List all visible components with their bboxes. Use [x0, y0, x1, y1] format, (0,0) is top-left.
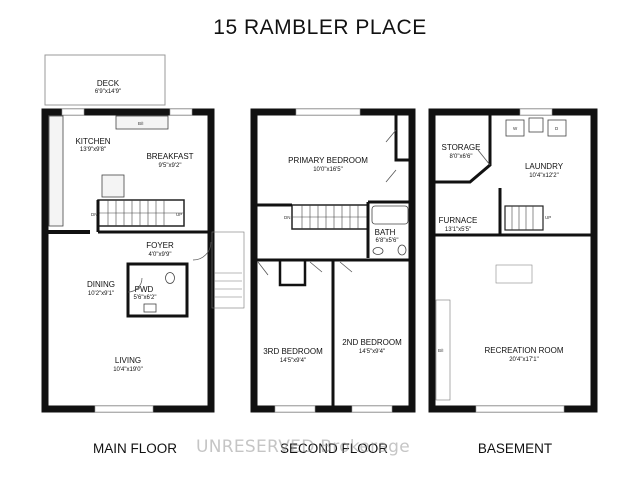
- room-bath-name: BATH: [375, 228, 396, 237]
- room-kitchen-dim: 13'9"x9'8": [80, 147, 106, 153]
- room-storage-name: STORAGE: [442, 143, 481, 152]
- room-laundry-name: LAUNDRY: [525, 162, 564, 171]
- room-furnace-dim: 13'1"x5'5": [445, 227, 471, 233]
- watermark: UNRESERVED Brokerage: [196, 437, 411, 457]
- room-deck-name: DECK: [97, 79, 120, 88]
- room-third-name: 3RD BEDROOM: [263, 347, 323, 356]
- second-floor-plan: DN: [250, 108, 416, 413]
- main-floor-label: MAIN FLOOR: [92, 441, 177, 456]
- room-deck-dim: 6'9"x14'9": [95, 89, 121, 95]
- bi-label: B/I: [438, 348, 444, 353]
- kitchen-island: [101, 174, 125, 198]
- room-laundry-dim: 10'4"x12'2": [529, 173, 559, 179]
- laundry-sink: [528, 117, 544, 133]
- window: [519, 108, 553, 116]
- dryer: [547, 119, 567, 137]
- room-dining-name: DINING: [87, 280, 115, 289]
- sink: [143, 303, 157, 313]
- room-recreation-dim: 20'4"x17'1": [509, 357, 539, 363]
- closet-door: [385, 129, 397, 183]
- room-foyer-dim: 4'0"x9'9": [149, 252, 172, 258]
- furnace-walls: [430, 188, 502, 262]
- door-swing: [127, 277, 143, 293]
- window: [169, 108, 193, 116]
- window: [295, 108, 361, 116]
- room-storage-dim: 8'0"x6'6": [450, 154, 473, 160]
- storage-door: [477, 149, 491, 166]
- kitchen-counter: [48, 115, 64, 227]
- window: [274, 405, 316, 413]
- main-floor-plan: B/I DN UP: [41, 54, 245, 413]
- washer: [505, 119, 525, 137]
- main-stairs: [97, 199, 185, 227]
- room-pwd-dim: 5'6"x6'2": [134, 295, 157, 301]
- basement-room-labels: STORAGE 8'0"x6'6" LAUNDRY 10'4"x12'2" FU…: [439, 143, 564, 363]
- room-primary-dim: 10'0"x16'5": [313, 167, 343, 173]
- room-breakfast-name: BREAKFAST: [146, 152, 193, 161]
- room-furnace-name: FURNACE: [439, 216, 478, 225]
- main-floor-room-labels: DECK 6'9"x14'9" KITCHEN 13'9"x9'8" BREAK…: [75, 79, 193, 373]
- window: [351, 405, 393, 413]
- bedroom-closet: [278, 260, 307, 287]
- bi-label: B/I: [138, 121, 144, 126]
- room-breakfast-dim: 9'5"x9'2": [159, 163, 182, 169]
- toilet: [165, 272, 175, 284]
- second-floor-room-labels: PRIMARY BEDROOM 10'0"x16'5" BATH 6'8"x5'…: [263, 156, 402, 364]
- room-kitchen-name: KITCHEN: [75, 137, 110, 146]
- room-living-dim: 10'4"x19'0": [113, 367, 143, 373]
- second-floor-label: SECOND FLOOR: [279, 441, 388, 456]
- room-dining-dim: 10'2"x9'1": [88, 291, 114, 297]
- built-in-shelf: [435, 299, 451, 401]
- basement-label: BASEMENT: [477, 441, 553, 456]
- second-stairs: [291, 204, 369, 230]
- basement-plan: W D UP B/I: [428, 108, 598, 413]
- closet-door: [257, 261, 353, 276]
- window: [94, 405, 154, 413]
- window: [475, 405, 565, 413]
- powder-room-walls: [126, 262, 189, 318]
- room-pwd-name: PWD: [135, 285, 154, 294]
- stairs-down-label: DN: [91, 212, 98, 217]
- room-second-dim: 14'5"x9'4": [359, 349, 385, 355]
- entrance-steps: [211, 231, 245, 309]
- room-bath-dim: 6'8"x5'6": [376, 238, 399, 244]
- room-second-name: 2ND BEDROOM: [342, 338, 402, 347]
- basement-stairs: [504, 205, 544, 231]
- stairs-down-label: DN: [284, 215, 291, 220]
- stairs-up-label: UP: [545, 215, 551, 220]
- door-swing: [192, 241, 212, 261]
- furnace-unit: [495, 264, 533, 284]
- plan-title: 15 RAMBLER PLACE: [213, 16, 427, 39]
- room-foyer-name: FOYER: [146, 241, 174, 250]
- bathtub: [371, 205, 409, 225]
- room-recreation-name: RECREATION ROOM: [485, 346, 564, 355]
- bath-sink: [372, 247, 384, 255]
- washer-label: W: [513, 126, 518, 131]
- stairs-up-label: UP: [176, 212, 182, 217]
- toilet: [397, 244, 407, 256]
- kitchen-counter: [115, 115, 169, 130]
- main-exterior-wall: [41, 108, 215, 413]
- dryer-label: D: [555, 126, 559, 131]
- room-primary-name: PRIMARY BEDROOM: [288, 156, 368, 165]
- window: [61, 108, 85, 116]
- room-living-name: LIVING: [115, 356, 141, 365]
- room-third-dim: 14'5"x9'4": [280, 358, 306, 364]
- storage-walls: [432, 112, 492, 184]
- deck-outline: [44, 54, 166, 106]
